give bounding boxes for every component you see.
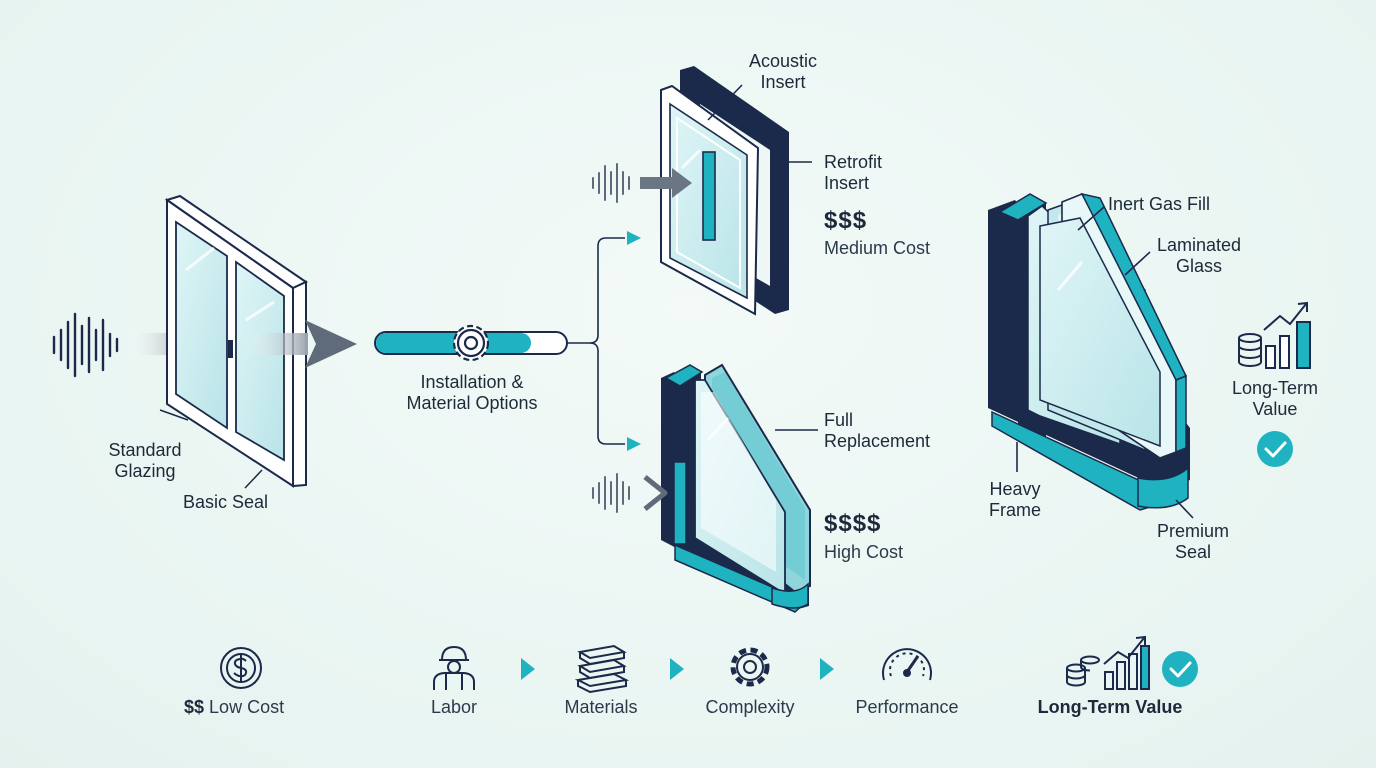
acoustic-insert-line1: Acoustic bbox=[748, 51, 818, 71]
retrofit-insert-line1: Retrofit bbox=[824, 152, 883, 172]
long-term-value-line2: Value bbox=[1252, 399, 1298, 419]
step-arrow-3 bbox=[820, 658, 834, 680]
branch-lines bbox=[567, 237, 625, 445]
full-replacement-window bbox=[661, 363, 811, 613]
basic-seal-label: Basic Seal bbox=[183, 492, 269, 512]
full-replacement-label: Full Replacement bbox=[824, 410, 930, 452]
heavy-frame-line1: Heavy bbox=[989, 479, 1041, 499]
low-cost-text: Low Cost bbox=[209, 697, 285, 717]
retrofit-insert-label: Retrofit Insert bbox=[824, 152, 882, 194]
sound-wave-icon-top bbox=[592, 163, 630, 203]
retrofit-insert-window bbox=[660, 66, 789, 316]
premium-seal-label: Premium Seal bbox=[1146, 521, 1240, 563]
gear-icon bbox=[452, 324, 490, 362]
sound-wave-icon bbox=[52, 312, 119, 378]
cross-section-window bbox=[988, 192, 1190, 511]
heavy-frame-line2: Frame bbox=[988, 500, 1041, 520]
coins-growth-chart-icon-bottom bbox=[1066, 635, 1150, 690]
acoustic-insert-line2: Insert bbox=[760, 72, 806, 92]
laminated-glass-label: Laminated Glass bbox=[1144, 235, 1254, 277]
step-complexity: Complexity bbox=[705, 697, 795, 717]
sound-arrow-out bbox=[243, 320, 357, 368]
branch-arrow-bottom bbox=[627, 437, 641, 451]
premium-seal-line2: Seal bbox=[1174, 542, 1212, 562]
standard-glazing-line2: Glazing bbox=[114, 461, 176, 481]
laminated-glass-line2: Glass bbox=[1175, 256, 1222, 276]
standard-window bbox=[164, 194, 309, 488]
installation-line2: Material Options bbox=[406, 393, 538, 413]
long-term-value-line1: Long-Term bbox=[1231, 378, 1319, 398]
sound-wave-icon-bottom bbox=[592, 473, 630, 513]
installation-line1: Installation & bbox=[420, 372, 524, 392]
result-long-term-value: Long-Term Value bbox=[1037, 697, 1183, 717]
step-arrow-2 bbox=[670, 658, 684, 680]
checkmark-icon-bottom bbox=[1162, 651, 1198, 687]
cog-icon bbox=[730, 647, 770, 687]
heavy-frame-label: Heavy Frame bbox=[978, 479, 1052, 521]
high-cost-symbol: $$$$ bbox=[824, 510, 882, 537]
step-labor: Labor bbox=[430, 697, 478, 717]
low-cost-label: $$ Low Cost bbox=[184, 697, 284, 718]
low-cost-symbol: $$ bbox=[184, 697, 205, 717]
worker-icon bbox=[433, 645, 475, 690]
high-cost-label: High Cost bbox=[824, 542, 904, 562]
gauge-icon bbox=[882, 648, 932, 681]
standard-glazing-label: Standard Glazing bbox=[90, 440, 200, 482]
step-performance: Performance bbox=[855, 697, 959, 717]
retrofit-insert-line2: Insert bbox=[824, 173, 870, 193]
branch-arrow-top bbox=[627, 231, 641, 245]
laminated-glass-line1: Laminated bbox=[1156, 235, 1242, 255]
sound-arrow-top bbox=[640, 168, 692, 198]
long-term-value-label: Long-Term Value bbox=[1220, 378, 1330, 420]
blocked-sound-arrow bbox=[643, 475, 668, 511]
standard-glazing-line1: Standard bbox=[108, 440, 182, 460]
full-replacement-line2: Replacement bbox=[824, 431, 931, 451]
dollar-coin-icon bbox=[220, 647, 262, 689]
materials-stack-icon bbox=[574, 644, 630, 694]
inert-gas-fill-label: Inert Gas Fill bbox=[1108, 194, 1211, 214]
medium-cost-symbol: $$$ bbox=[824, 207, 868, 234]
checkmark-icon bbox=[1257, 431, 1293, 467]
coins-growth-chart-icon bbox=[1238, 301, 1311, 369]
step-arrow-1 bbox=[521, 658, 535, 680]
acoustic-insert-label: Acoustic Insert bbox=[730, 51, 836, 93]
full-replacement-line1: Full bbox=[824, 410, 854, 430]
step-materials: Materials bbox=[564, 697, 638, 717]
premium-seal-line1: Premium bbox=[1156, 521, 1229, 541]
installation-options-label: Installation & Material Options bbox=[390, 372, 554, 414]
medium-cost-label: Medium Cost bbox=[824, 238, 931, 258]
